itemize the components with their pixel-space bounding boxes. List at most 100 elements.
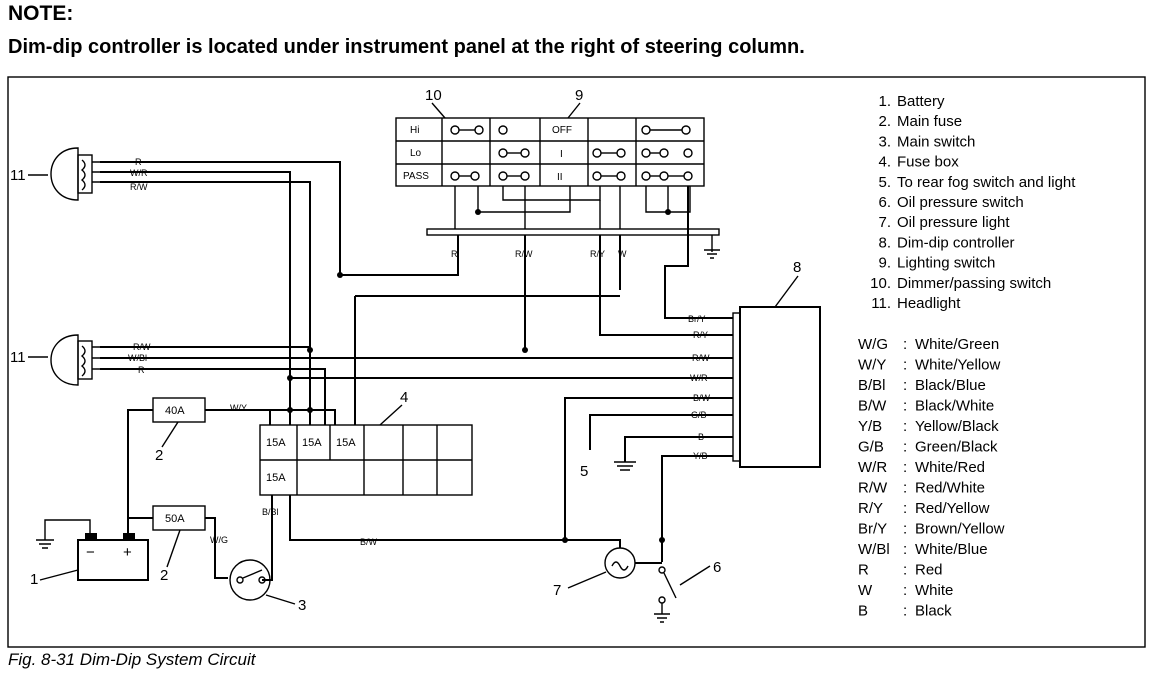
color-legend-colon: : bbox=[903, 603, 907, 620]
color-legend-name: Black/White bbox=[915, 398, 994, 415]
lighting-row-off: OFF bbox=[552, 125, 572, 136]
color-legend-name: White/Red bbox=[915, 459, 985, 476]
wire-label-r-bus: R bbox=[451, 249, 458, 259]
label-3: 3 bbox=[298, 597, 306, 614]
color-legend-colon: : bbox=[903, 459, 907, 476]
color-legend-code: B bbox=[858, 603, 868, 620]
color-legend-name: Red/Yellow bbox=[915, 500, 990, 517]
color-legend-name: Brown/Yellow bbox=[915, 521, 1005, 538]
label-6: 6 bbox=[713, 559, 721, 576]
label-7: 7 bbox=[553, 582, 561, 599]
main-fuse-50a: 50A bbox=[152, 505, 206, 531]
color-legend-colon: : bbox=[903, 377, 907, 394]
parts-legend-number: 6. bbox=[878, 194, 891, 211]
dimmer-row-pass: PASS bbox=[403, 171, 429, 182]
label-2-40a: 2 bbox=[155, 447, 163, 464]
wire-label-ry-bus: R/Y bbox=[590, 249, 605, 259]
dimmer-row-hi: Hi bbox=[410, 125, 419, 136]
parts-legend-name: To rear fog switch and light bbox=[897, 174, 1076, 191]
color-legend-name: White bbox=[915, 582, 953, 599]
fuse-15a-1: 15A bbox=[266, 437, 286, 449]
color-legend-code: Y/B bbox=[858, 418, 882, 435]
color-legend-name: White/Blue bbox=[915, 541, 988, 558]
parts-legend-number: 9. bbox=[878, 255, 891, 272]
parts-legend-number: 5. bbox=[878, 174, 891, 191]
wire-label-wr-ctl: W/R bbox=[690, 373, 708, 383]
color-legend-code: Br/Y bbox=[858, 521, 887, 538]
color-legend-name: White/Yellow bbox=[915, 357, 1000, 374]
color-legend-code: W bbox=[858, 582, 873, 599]
headlight-upper bbox=[50, 147, 100, 201]
parts-legend-name: Dim-dip controller bbox=[897, 234, 1015, 251]
color-legend-code: B/W bbox=[858, 398, 887, 415]
dim-dip-controller: 8 bbox=[732, 259, 821, 468]
color-legend-code: R/W bbox=[858, 480, 888, 497]
label-10: 10 bbox=[425, 87, 442, 104]
color-legend-colon: : bbox=[903, 398, 907, 415]
fuse-15a-2: 15A bbox=[302, 437, 322, 449]
label-5: 5 bbox=[580, 463, 588, 480]
figure-caption: Fig. 8-31 Dim-Dip System Circuit bbox=[8, 650, 256, 669]
switch-assembly: Hi Lo PASS OFF I II bbox=[395, 87, 720, 259]
svg-text:50A: 50A bbox=[165, 513, 185, 525]
wire-label-wg: W/G bbox=[210, 535, 228, 545]
parts-legend-number: 8. bbox=[878, 234, 891, 251]
parts-legend-name: Main fuse bbox=[897, 113, 962, 130]
parts-legend-name: Headlight bbox=[897, 295, 961, 312]
color-legend-code: R/Y bbox=[858, 500, 883, 517]
parts-legend-number: 11. bbox=[871, 295, 891, 312]
oil-pressure-switch bbox=[654, 566, 677, 623]
note-title: NOTE: bbox=[8, 2, 74, 25]
color-legend-colon: : bbox=[903, 582, 907, 599]
color-legend-name: White/Green bbox=[915, 336, 999, 353]
parts-legend-name: Main switch bbox=[897, 133, 975, 150]
headlight-lower bbox=[50, 334, 100, 386]
color-legend-name: Black/Blue bbox=[915, 377, 986, 394]
color-legend-colon: : bbox=[903, 500, 907, 517]
color-legend-code: W/R bbox=[858, 459, 887, 476]
wire-label-wy: W/Y bbox=[230, 403, 247, 413]
color-legend-colon: : bbox=[903, 562, 907, 579]
label-8: 8 bbox=[793, 259, 801, 276]
svg-text:40A: 40A bbox=[165, 405, 185, 417]
label-4: 4 bbox=[400, 389, 408, 406]
color-legend-colon: : bbox=[903, 480, 907, 497]
parts-legend-number: 2. bbox=[878, 113, 891, 130]
wire-label-rw-hl1: R/W bbox=[130, 182, 148, 192]
color-legend-colon: : bbox=[903, 357, 907, 374]
fuse-15a-4: 15A bbox=[266, 472, 286, 484]
fuse-box bbox=[259, 424, 473, 496]
battery-pos: + bbox=[123, 544, 132, 561]
color-legend-name: Green/Black bbox=[915, 439, 998, 456]
dimmer-row-lo: Lo bbox=[410, 148, 422, 159]
wire-label-wr-hl1: W/R bbox=[130, 168, 148, 178]
diagram-frame bbox=[7, 76, 1146, 648]
parts-legend-name: Battery bbox=[897, 93, 945, 110]
color-legend-code: B/Bl bbox=[858, 377, 886, 394]
color-legend-colon: : bbox=[903, 439, 907, 456]
wire-label-bbl: B/Bl bbox=[262, 507, 279, 517]
lighting-row-i: I bbox=[560, 149, 563, 160]
color-legend-colon: : bbox=[903, 418, 907, 435]
parts-legend-name: Fuse box bbox=[897, 154, 959, 171]
parts-legend-name: Dimmer/passing switch bbox=[897, 275, 1051, 292]
parts-legend-number: 4. bbox=[878, 154, 891, 171]
color-legend-colon: : bbox=[903, 541, 907, 558]
label-1: 1 bbox=[30, 571, 38, 588]
wire-label-ry-ctl: R/Y bbox=[693, 330, 708, 340]
wire-label-rw-ctl: R/W bbox=[692, 353, 710, 363]
wire-label-bry-ctl: Br/Y bbox=[688, 314, 706, 324]
oil-pressure-light bbox=[604, 547, 636, 579]
parts-legend-name: Oil pressure light bbox=[897, 214, 1010, 231]
battery-neg: − bbox=[86, 544, 95, 561]
color-legend-code: R bbox=[858, 562, 869, 579]
fuse-15a-3: 15A bbox=[336, 437, 356, 449]
switch-contacts bbox=[450, 125, 693, 181]
battery: − + bbox=[77, 533, 149, 581]
label-11-upper: 11 bbox=[10, 167, 26, 184]
parts-legend-name: Lighting switch bbox=[897, 255, 995, 272]
wire-label-r-hl2: R bbox=[138, 365, 145, 375]
color-legend-code: W/Bl bbox=[858, 541, 890, 558]
color-legend-colon: : bbox=[903, 521, 907, 538]
